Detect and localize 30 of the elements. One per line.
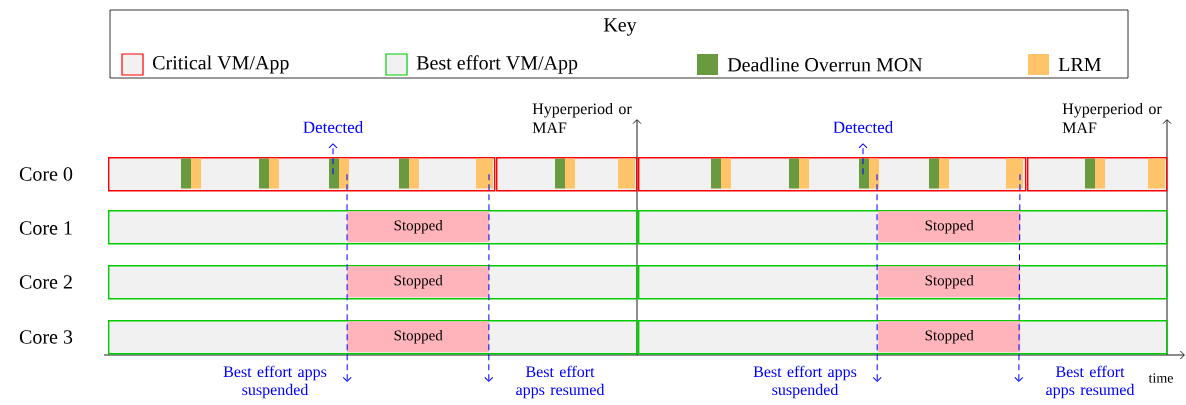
stopped-box: Stopped <box>878 211 1021 243</box>
dashed-arrow <box>1014 173 1024 382</box>
annotation-text: Best effort apps suspended <box>223 365 327 399</box>
annotation-text: Best effort apps resumed <box>516 365 605 399</box>
stopped-box: Stopped <box>347 266 490 298</box>
legend-label: Best effort VM/App <box>416 55 578 74</box>
annotation-text: Best effort apps suspended <box>753 365 857 399</box>
legend-label: Deadline Overrun MON <box>727 57 923 72</box>
legend-title: Key <box>603 18 637 36</box>
core-label: Core 2 <box>19 275 72 289</box>
core-label: Core 3 <box>19 330 73 344</box>
dashed-arrow <box>872 173 882 382</box>
legend-label: Critical VM/App <box>153 55 289 74</box>
legend-label: LRM <box>1058 57 1101 72</box>
stopped-box: Stopped <box>878 321 1021 353</box>
dashed-arrow <box>328 143 338 175</box>
hyperperiod-label: Hyperperiod or MAF <box>1062 102 1162 134</box>
stopped-box: Stopped <box>878 266 1021 298</box>
axis-label: time <box>1148 373 1173 383</box>
detected-label: Detected <box>833 121 893 133</box>
stopped-box: Stopped <box>347 211 490 243</box>
dashed-arrow <box>342 173 352 382</box>
annotation-text: Best effort apps resumed <box>1046 365 1135 399</box>
stopped-box: Stopped <box>347 321 490 353</box>
detected-label: Detected <box>303 121 363 133</box>
dashed-arrow <box>858 143 868 175</box>
hyperperiod-label: Hyperperiod or MAF <box>532 102 632 134</box>
core-label: Core 0 <box>19 167 73 181</box>
core-label: Core 1 <box>19 221 72 235</box>
dashed-arrow <box>484 173 494 382</box>
